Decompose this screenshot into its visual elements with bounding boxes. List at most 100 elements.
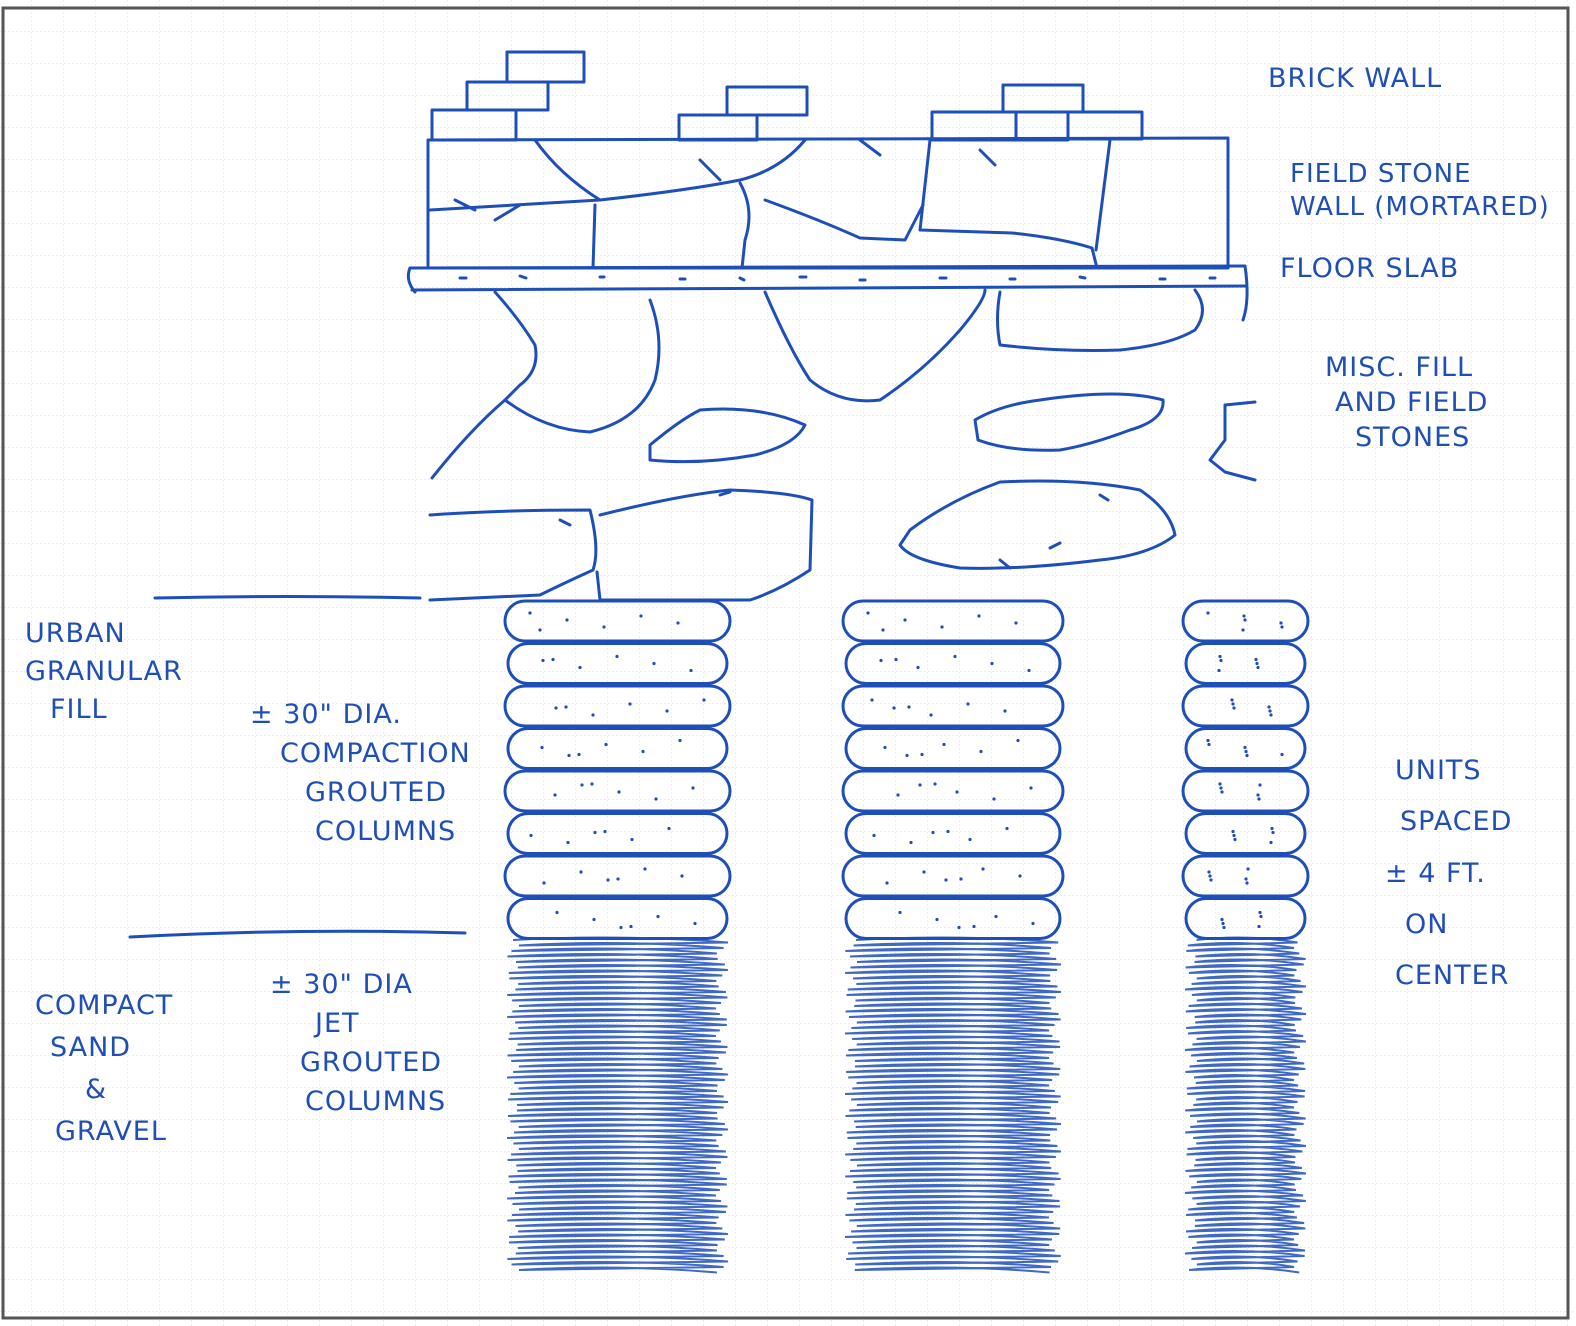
- grout-speckle: [654, 797, 658, 801]
- grout-speckle: [541, 658, 545, 663]
- compaction-column-slice: [1181, 769, 1310, 813]
- grout-speckle: [606, 878, 610, 882]
- grout-speckle: [942, 742, 946, 747]
- grout-speckle: [1232, 833, 1236, 838]
- floor-slab: [406, 264, 1249, 322]
- grout-speckle: [1230, 698, 1234, 702]
- grout-speckle: [1257, 797, 1261, 801]
- field-stone-wall: [426, 136, 1230, 270]
- jet-grouted-column: [1184, 936, 1307, 1274]
- grout-speckle: [1255, 661, 1259, 666]
- grout-speckle: [1242, 614, 1246, 618]
- grout-speckle: [866, 611, 870, 615]
- grout-speckle: [667, 826, 671, 831]
- grout-speckle: [652, 661, 656, 666]
- grout-speckle: [628, 702, 632, 706]
- grout-speckle: [870, 698, 874, 702]
- grout-speckle: [656, 914, 660, 919]
- grout-speckle: [702, 698, 706, 702]
- grout-speckle: [1258, 910, 1262, 915]
- grout-speckle: [905, 753, 909, 758]
- grout-speckle: [881, 628, 885, 632]
- label-jet-columns: ± 30" DIA JET GROUTED COLUMNS: [270, 969, 447, 1118]
- grout-speckle: [577, 752, 581, 757]
- compaction-column-slice: [844, 812, 1062, 855]
- label-brick-wall: BRICK WALL: [1268, 63, 1443, 94]
- grout-speckle: [553, 793, 557, 797]
- grout-speckle: [879, 658, 883, 663]
- grout-speckle: [617, 790, 621, 794]
- grout-speckle: [1267, 705, 1271, 709]
- grout-speckle: [1208, 874, 1212, 878]
- grout-speckle: [1005, 826, 1009, 831]
- compaction-column-slice: [844, 727, 1062, 770]
- grout-speckle: [894, 657, 898, 662]
- grout-speckle: [1271, 830, 1275, 835]
- grout-speckle: [1031, 921, 1035, 926]
- grout-speckle: [1280, 625, 1284, 629]
- compaction-grouted-columns: [503, 599, 1310, 940]
- grout-speckle: [1027, 668, 1031, 673]
- grout-speckle: [1209, 878, 1213, 882]
- grout-speckle: [907, 705, 911, 709]
- grout-speckle: [990, 661, 994, 666]
- grout-speckle: [643, 867, 647, 871]
- grout-speckle: [616, 877, 620, 881]
- grout-speckle: [933, 782, 937, 786]
- label-floor-slab: FLOOR SLAB: [1280, 253, 1460, 284]
- grout-speckle: [972, 924, 976, 929]
- grout-speckle: [1003, 709, 1007, 713]
- grout-speckle: [693, 921, 697, 926]
- grout-speckle: [940, 625, 944, 629]
- compaction-column-slice: [1184, 642, 1307, 685]
- grout-speckle: [564, 705, 568, 709]
- grout-speckle: [1206, 738, 1210, 743]
- grout-speckle: [540, 745, 544, 750]
- grout-speckle: [1246, 867, 1250, 871]
- grout-speckle: [1256, 793, 1260, 797]
- grout-speckle: [944, 878, 948, 882]
- grout-speckle: [1217, 668, 1221, 673]
- grout-speckle: [603, 829, 607, 834]
- grout-speckle: [1244, 749, 1248, 754]
- grout-speckle: [1233, 837, 1237, 842]
- jet-grouted-column: [844, 936, 1062, 1274]
- label-compact-sand-gravel: COMPACT SAND & GRAVEL: [35, 990, 174, 1147]
- grout-speckle: [955, 790, 959, 794]
- compaction-column-slice: [503, 599, 732, 643]
- grout-speckle: [1016, 738, 1020, 743]
- label-field-stone-wall: FIELD STONE WALL (MORTARED): [1290, 159, 1550, 222]
- grout-speckle: [593, 830, 597, 835]
- label-compaction-columns: ± 30" DIA. COMPACTION GROUTED COLUMNS: [250, 699, 471, 848]
- grout-speckle: [1244, 877, 1248, 881]
- grout-speckle: [1256, 665, 1260, 670]
- grout-speckle: [885, 881, 889, 885]
- grout-speckle: [665, 709, 669, 713]
- grout-speckle: [542, 881, 546, 885]
- compaction-column-slice: [506, 727, 729, 770]
- grout-speckle: [578, 665, 582, 670]
- grout-speckle: [691, 786, 695, 790]
- compaction-column-slice: [503, 684, 732, 728]
- compaction-column-slice: [841, 854, 1065, 898]
- grout-speckle: [680, 874, 684, 878]
- grout-speckle: [1206, 611, 1210, 615]
- compaction-column-slice: [503, 854, 732, 898]
- grout-speckle: [968, 837, 972, 842]
- grout-speckle: [931, 830, 935, 835]
- compaction-column-slice: [841, 684, 1065, 728]
- grout-speckle: [1243, 745, 1247, 750]
- grout-speckle: [538, 628, 542, 632]
- grout-speckle: [872, 833, 876, 838]
- grout-speckle: [1269, 713, 1273, 717]
- grout-speckle: [1279, 621, 1283, 625]
- grout-speckle: [898, 910, 902, 915]
- grout-speckle: [935, 917, 939, 922]
- grout-speckle: [630, 837, 634, 842]
- fill-stones: [428, 288, 1257, 602]
- grout-speckle: [1221, 921, 1225, 926]
- grout-speckle: [579, 870, 583, 874]
- grout-speckle: [1243, 618, 1247, 622]
- grout-speckle: [1219, 786, 1223, 790]
